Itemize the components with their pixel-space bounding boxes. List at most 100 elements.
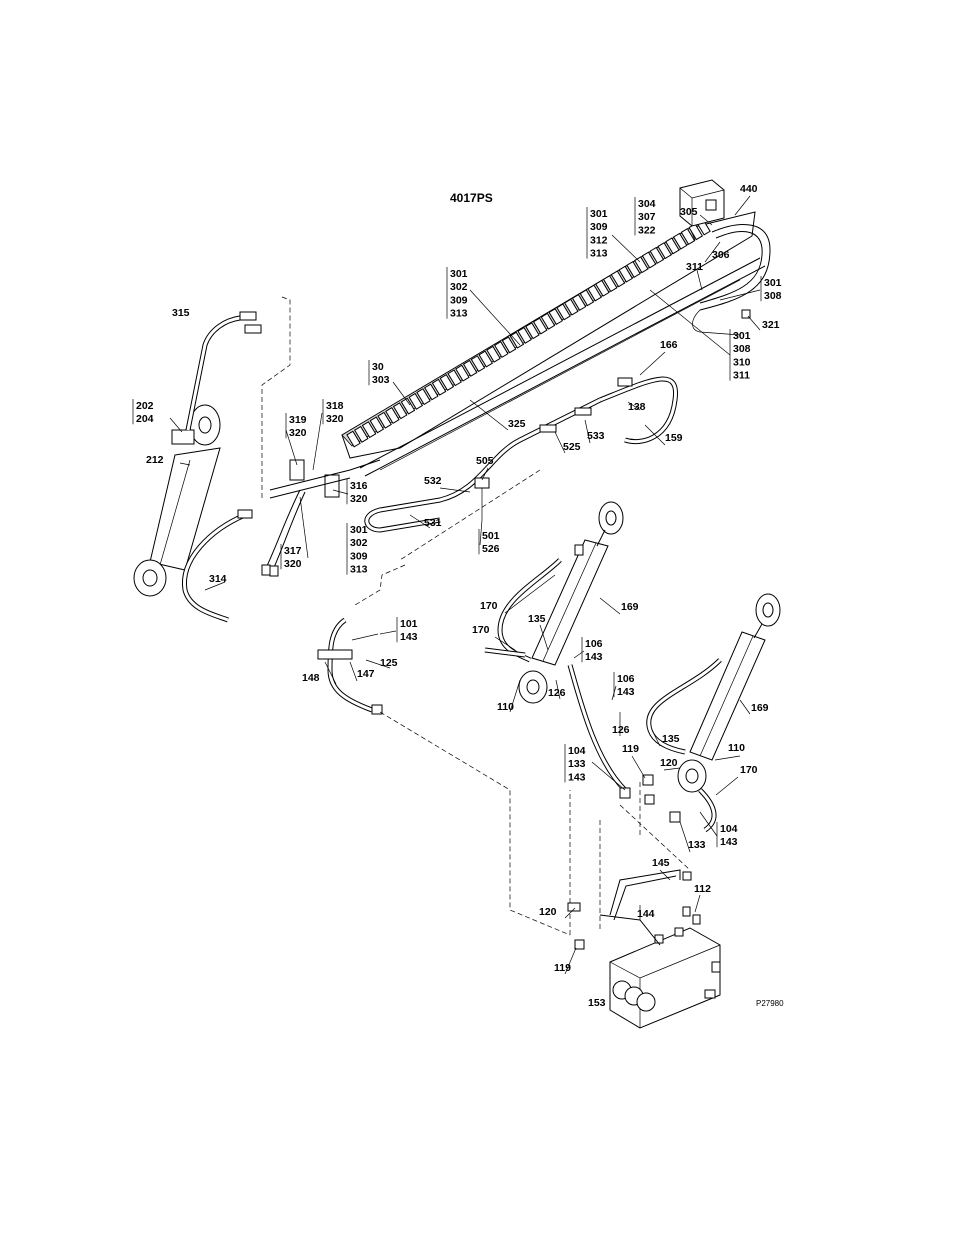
callout-text: 526 [482, 543, 500, 555]
callout-text: 309 [590, 221, 608, 233]
leader-line [481, 467, 489, 481]
hose-170-right [646, 658, 722, 833]
callout-147: 147 [357, 668, 375, 680]
leader-line [285, 429, 298, 466]
chain-link [525, 322, 540, 340]
chain-link [361, 421, 377, 439]
callout-120a: 120 [660, 757, 678, 769]
callout-text: 30 [372, 361, 384, 373]
leader-line [651, 729, 661, 747]
callout-text: 505 [476, 455, 494, 467]
callout-text: 312 [590, 234, 608, 246]
leader-line [627, 401, 641, 411]
chain-link [431, 378, 447, 396]
leader-line [469, 399, 509, 431]
leader-line [299, 496, 309, 559]
callout-text: 304 [638, 198, 656, 210]
callout-126b: 126 [612, 724, 630, 736]
callout-text: 307 [638, 211, 656, 223]
hose-148 [317, 617, 383, 715]
chain-link [556, 303, 571, 321]
callout-text: 318 [326, 400, 344, 412]
leader-line [349, 661, 358, 682]
callout-text: 314 [209, 573, 227, 585]
callout-170c: 170 [740, 764, 758, 776]
chain-link [354, 425, 369, 443]
chain-link [462, 359, 478, 377]
callout-text: 153 [588, 997, 606, 1009]
callout-text: 147 [357, 668, 375, 680]
callout-text: 306 [712, 249, 730, 261]
leader-line [591, 761, 626, 791]
callout-text: 313 [450, 308, 468, 320]
callout-text: 135 [528, 613, 546, 625]
chain-link [470, 355, 486, 373]
callout-text: 316 [350, 480, 368, 492]
callout-text: 143 [720, 836, 738, 848]
leader-line [539, 624, 549, 651]
chain-link [509, 331, 525, 349]
callout-text: 202 [136, 400, 154, 412]
chain-link [346, 430, 361, 448]
callout-text: 311 [686, 261, 703, 273]
harness-316-319 [261, 459, 381, 577]
callout-text: 301 [350, 524, 368, 536]
hose-166-159 [599, 376, 679, 445]
leader-line [631, 755, 646, 779]
callout-110a: 110 [497, 701, 514, 713]
callout-135a: 135 [528, 613, 546, 625]
callout-170b: 170 [472, 624, 490, 636]
callout-text: 133 [688, 839, 706, 851]
callout-text: 302 [450, 281, 468, 293]
callout-text: 322 [638, 224, 656, 236]
hose-170-center [484, 558, 562, 663]
callout-text: 320 [284, 558, 302, 570]
leader-line [747, 315, 761, 331]
chain-link [447, 369, 462, 387]
callout-text: 110 [497, 701, 514, 713]
callout-text: 315 [172, 307, 190, 319]
callout-135b: 135 [662, 733, 680, 745]
chain-link [665, 237, 680, 255]
chain-link [369, 416, 385, 434]
callout-text: 310 [733, 356, 751, 368]
leader-line [439, 487, 471, 493]
leader-line [204, 581, 226, 591]
callout-text: 309 [350, 550, 368, 562]
callout-text: 125 [380, 657, 398, 669]
callout-text: 501 [482, 530, 500, 542]
leader-line [312, 412, 323, 471]
callout-text: 104 [720, 823, 738, 835]
callout-text: 319 [289, 414, 307, 426]
callout-306: 306 [712, 249, 730, 261]
leader-line [555, 679, 561, 700]
callout-440: 440 [740, 183, 758, 195]
chain-link [634, 256, 649, 274]
callout-text: 320 [289, 427, 307, 439]
callout-text: 170 [740, 764, 758, 776]
callout-110b: 110 [728, 742, 745, 754]
leader-line [469, 289, 521, 346]
callout-text: 101 [400, 618, 418, 630]
junction-box [679, 179, 725, 227]
leader-line [679, 821, 691, 853]
callout-text: 311 [733, 370, 750, 382]
callout-text: 120 [660, 757, 678, 769]
callout-311: 311 [686, 261, 703, 273]
callout-532: 532 [424, 475, 442, 487]
callout-text: 169 [621, 601, 639, 613]
callout-166: 166 [660, 339, 678, 351]
callout-315: 315 [172, 307, 190, 319]
leader-line [494, 636, 516, 651]
callout-text: 133 [568, 758, 586, 770]
leader-line [714, 755, 741, 761]
